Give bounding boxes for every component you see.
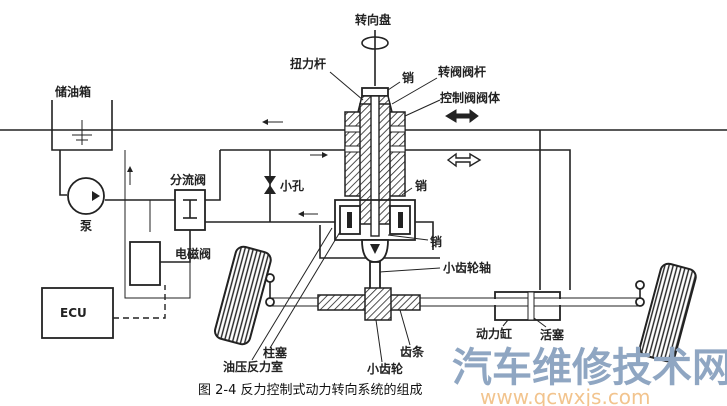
label-pin-top: 销 — [402, 70, 414, 85]
watermark-text: 汽车维修技术网 — [452, 345, 727, 391]
pump — [67, 177, 105, 215]
label-oil-reservoir: 储油箱 — [55, 84, 91, 99]
label-plunger: 柱塞 — [263, 345, 288, 360]
orifice-symbol — [264, 176, 276, 194]
label-solenoid-valve: 电磁阀 — [175, 246, 211, 261]
label-pinion-shaft: 小齿轮轴 — [443, 260, 491, 275]
pinion-gear — [364, 287, 392, 321]
label-torsion-bar: 扭力杆 — [290, 56, 326, 71]
oil-reservoir — [51, 100, 113, 151]
label-piston: 活塞 — [540, 327, 565, 342]
ecu-box — [41, 287, 114, 339]
label-pump: 泵 — [80, 219, 92, 233]
label-flow-divider-valve: 分流阀 — [170, 172, 206, 187]
label-rack: 齿条 — [400, 344, 425, 359]
label-power-cylinder: 动力缸 — [476, 326, 512, 341]
label-pinion: 小齿轮 — [367, 361, 404, 376]
oil-lines — [0, 129, 727, 319]
control-valve — [334, 87, 416, 291]
label-pin-mid: 销 — [415, 178, 427, 193]
label-rotary-valve-stem: 转阀阀杆 — [438, 64, 486, 79]
steering-wheel-symbol — [361, 30, 389, 86]
rack-assembly — [265, 273, 645, 321]
figure-caption: 图 2-4 反力控制式动力转向系统的组成 — [198, 382, 423, 398]
left-wheel — [213, 245, 272, 346]
flow-arrows — [127, 109, 482, 217]
label-pin-low: 销 — [430, 234, 442, 249]
solenoid-valve — [129, 241, 161, 286]
label-ecu: ECU — [60, 306, 87, 320]
watermark-url: www.qcwxjs.com — [480, 385, 651, 406]
label-steering-wheel: 转向盘 — [355, 12, 391, 27]
label-orifice: 小孔 — [280, 178, 304, 193]
label-hydraulic-reaction-chamber: 油压反力室 — [223, 359, 283, 374]
flow-divider-valve — [174, 189, 206, 231]
label-control-valve-body: 控制阀阀体 — [440, 90, 501, 105]
leader-lines — [251, 71, 547, 363]
right-wheel — [638, 262, 697, 363]
